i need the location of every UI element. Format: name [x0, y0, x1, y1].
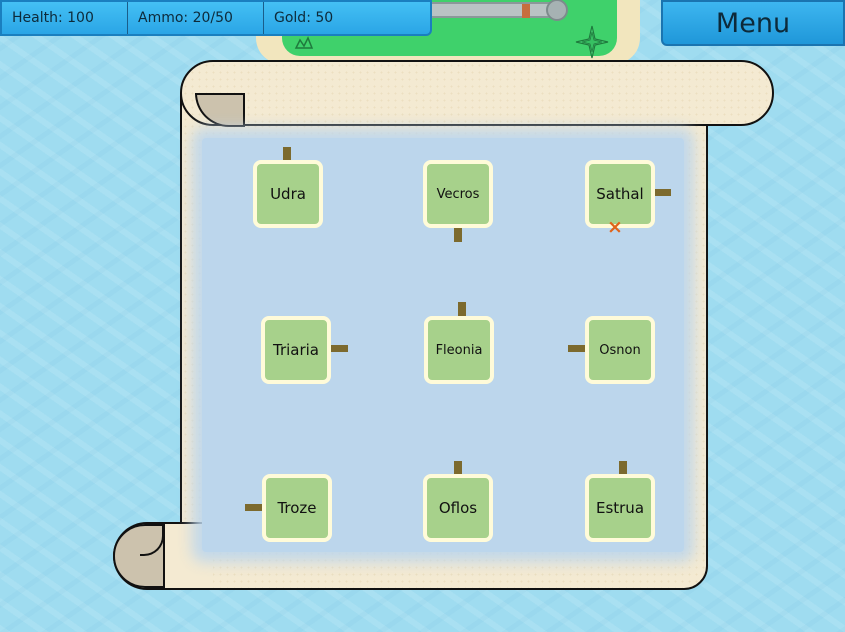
dock [283, 147, 291, 163]
island-label: Estrua [595, 499, 645, 517]
dock [330, 345, 348, 352]
island-estrua[interactable]: Estrua [585, 474, 655, 542]
health-readout: Health: 100 [2, 2, 128, 34]
island-oflos[interactable]: Oflos [423, 474, 493, 542]
ammo-readout: Ammo: 20/50 [128, 2, 264, 34]
island-udra[interactable]: Udra [253, 160, 323, 228]
island-label: Oflos [438, 499, 478, 517]
island-label: Sathal [596, 185, 644, 203]
compass-rose-icon [575, 25, 609, 59]
island-label: Vecros [436, 186, 480, 202]
dock [245, 504, 263, 511]
island-label: Udra [270, 185, 306, 203]
dock [454, 226, 462, 242]
island-vecros[interactable]: Vecros [423, 160, 493, 228]
dock [568, 345, 586, 352]
island-troze[interactable]: Troze [262, 474, 332, 542]
bridge-end [546, 0, 568, 21]
island-label: Fleonia [435, 342, 483, 358]
island-label: Triaria [272, 341, 319, 359]
tower-icon [522, 4, 530, 18]
bridge [432, 2, 550, 18]
dock [653, 189, 671, 196]
dock [454, 461, 462, 477]
dock [619, 461, 627, 477]
island-osnon[interactable]: Osnon [585, 316, 655, 384]
island-fleonia[interactable]: Fleonia [424, 316, 494, 384]
island-label: Osnon [599, 342, 641, 358]
status-bar: Health: 100 Ammo: 20/50 Gold: 50 [0, 0, 432, 36]
scroll-top-roll [180, 60, 774, 126]
location-marker-icon: × [607, 216, 623, 238]
dock [458, 302, 466, 318]
gold-readout: Gold: 50 [274, 10, 334, 26]
menu-button[interactable]: Menu [661, 0, 845, 46]
island-triaria[interactable]: Triaria [261, 316, 331, 384]
island-label: Troze [277, 499, 317, 517]
shrub-icon [294, 36, 314, 49]
